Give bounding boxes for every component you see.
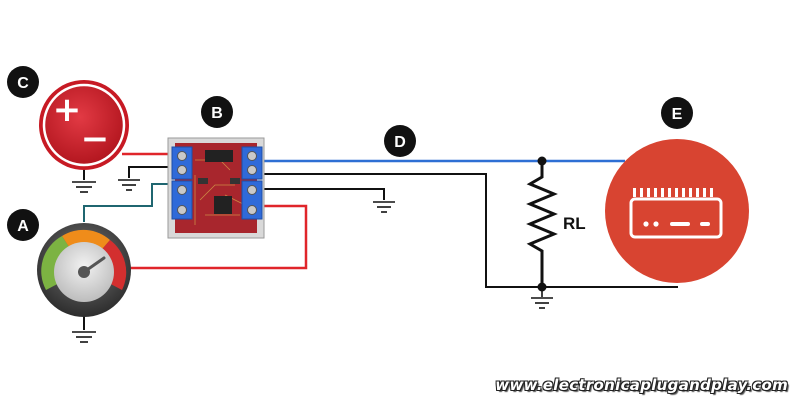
label-receiver: E — [672, 106, 683, 123]
module-ground-wire — [262, 188, 385, 200]
sensor-power-wire — [128, 204, 308, 270]
label-badge-d: D — [384, 125, 416, 157]
resistor-icon — [526, 161, 558, 287]
left-terminal-block — [171, 146, 193, 220]
label-badge-b: B — [201, 96, 233, 128]
label-battery: C — [17, 75, 29, 92]
wires — [83, 152, 678, 330]
ground-icon — [118, 179, 140, 191]
label-badge-e: E — [661, 97, 693, 129]
battery-icon: + − — [39, 80, 129, 170]
label-badge-c: C — [7, 66, 39, 98]
label-module: B — [211, 105, 223, 122]
module-left-ground-wire — [128, 166, 172, 178]
return-wire — [262, 173, 678, 288]
right-terminal-block — [241, 146, 263, 220]
label-badge-a: A — [7, 209, 39, 241]
resistor-label: RL — [563, 214, 586, 233]
circuit-board-icon — [167, 137, 265, 239]
watermark-url: www.electronicaplugandplay.com — [495, 376, 788, 394]
ground-icon — [373, 201, 395, 213]
gauge-icon — [37, 223, 131, 317]
battery-minus-symbol: − — [81, 119, 110, 159]
router-device-icon — [605, 139, 749, 283]
load-resistor: RL — [526, 156, 586, 292]
label-signal-line: D — [394, 134, 406, 151]
label-sensor: A — [17, 218, 29, 235]
battery-plus-symbol: + — [53, 90, 82, 130]
ground-icon — [72, 331, 96, 343]
sensor-signal-wire — [83, 183, 172, 222]
ground-icon — [72, 181, 96, 193]
